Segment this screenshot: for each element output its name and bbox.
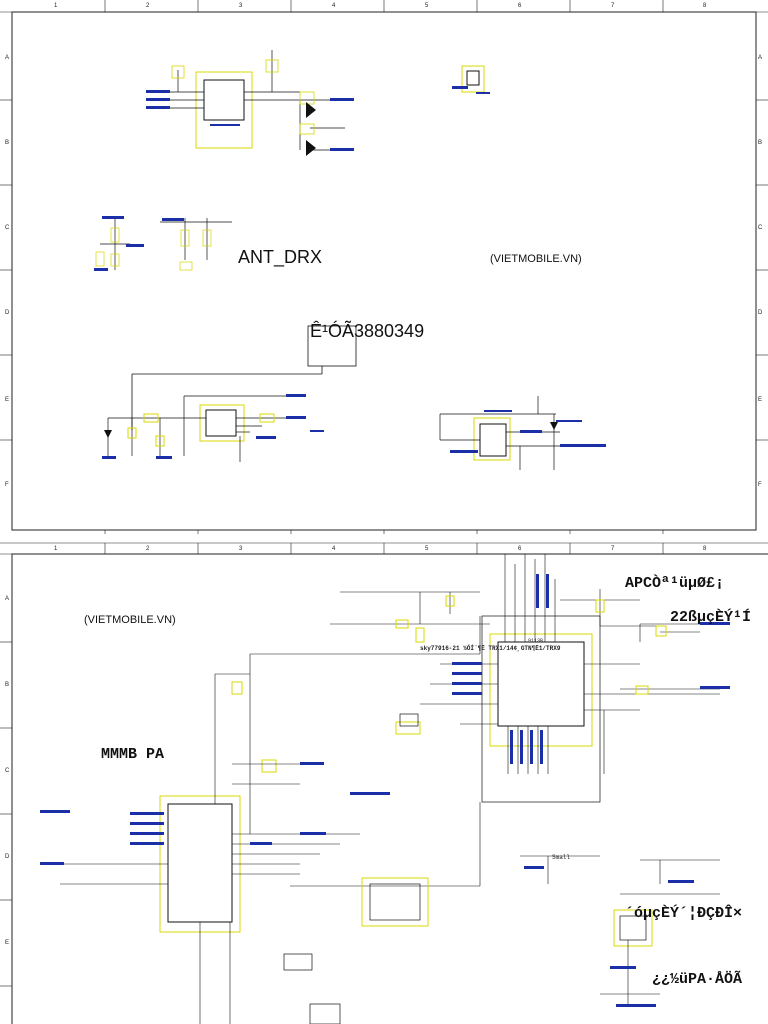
column-label: 7 (611, 546, 615, 552)
column-label: 4 (332, 546, 336, 552)
row-label: E (5, 940, 10, 946)
column-label: 5 (425, 3, 429, 9)
ant-drx-label: ANT_DRX (238, 247, 323, 267)
pa-block (40, 616, 481, 1024)
large-capacitor-note-label: ´óµçÈÝ´¦ÐÇÐÎ× (625, 905, 743, 922)
column-label: 8 (703, 3, 707, 9)
row-label: E (758, 397, 763, 403)
near-pa-note-label: ¿¿½üPA·ÅÖÃ (652, 971, 743, 988)
row-label: D (5, 310, 10, 316)
schematic-sheet-bottom: 1 2 3 4 5 6 7 8 A B C D E (VIETMOBILE.VN… (0, 534, 768, 1024)
row-label: A (5, 55, 10, 61)
row-label: C (758, 225, 763, 231)
apc-note-label: APCÒª¹üµØ£¡ (625, 575, 725, 592)
circuit-block-e-right (439, 396, 606, 470)
row-label: B (5, 682, 10, 688)
circuit-block-small-a (452, 65, 490, 94)
row-label: D (5, 854, 10, 860)
column-label: 2 (146, 546, 150, 552)
circuit-block-c-left (95, 218, 232, 271)
column-label: 2 (146, 3, 150, 9)
column-label: 6 (518, 3, 522, 9)
column-label: 6 (518, 546, 522, 552)
transceiver-note-label: sky77916-21 ½ÓÍ¨¶Ë TRX1/14¢¸GTN¶Ë1/TRX9 (420, 645, 561, 652)
row-label: A (5, 596, 10, 602)
row-label: C (5, 225, 10, 231)
schematic-drawing-top (0, 0, 768, 534)
small-note-label: Small (552, 854, 571, 861)
circuit-block-e-left (102, 394, 324, 462)
column-label: 3 (239, 546, 243, 552)
circuit-block-ic-a (146, 50, 354, 156)
column-label: 4 (332, 3, 336, 9)
schematic-sheet-top: 1 2 3 4 5 6 7 8 A B C D E F A B C D E F … (0, 0, 768, 534)
row-label: F (5, 482, 9, 488)
row-label: A (758, 55, 763, 61)
column-label: 7 (611, 3, 615, 9)
mmmb-pa-label: MMMB PA (101, 746, 165, 763)
transceiver-block (420, 554, 720, 803)
column-label: 1 (54, 3, 58, 9)
schematic-drawing-bottom (0, 542, 768, 1024)
part-number-label: Ê¹ÓÃ3880349 (310, 321, 425, 341)
row-label: D (758, 310, 763, 316)
column-label: 8 (703, 546, 707, 552)
chip-label: 9113B (528, 638, 544, 644)
row-label: C (5, 768, 10, 774)
column-label: 3 (239, 3, 243, 9)
row-label: F (758, 482, 762, 488)
website-label: (VIETMOBILE.VN) (490, 253, 582, 265)
row-label: B (758, 140, 763, 146)
column-label: 1 (54, 546, 58, 552)
website-label: (VIETMOBILE.VN) (84, 614, 176, 626)
row-label: B (5, 140, 10, 146)
capacitor-note-label: 22ßµçÈÝ¹Í (670, 609, 752, 626)
row-label: E (5, 397, 10, 403)
column-label: 5 (425, 546, 429, 552)
